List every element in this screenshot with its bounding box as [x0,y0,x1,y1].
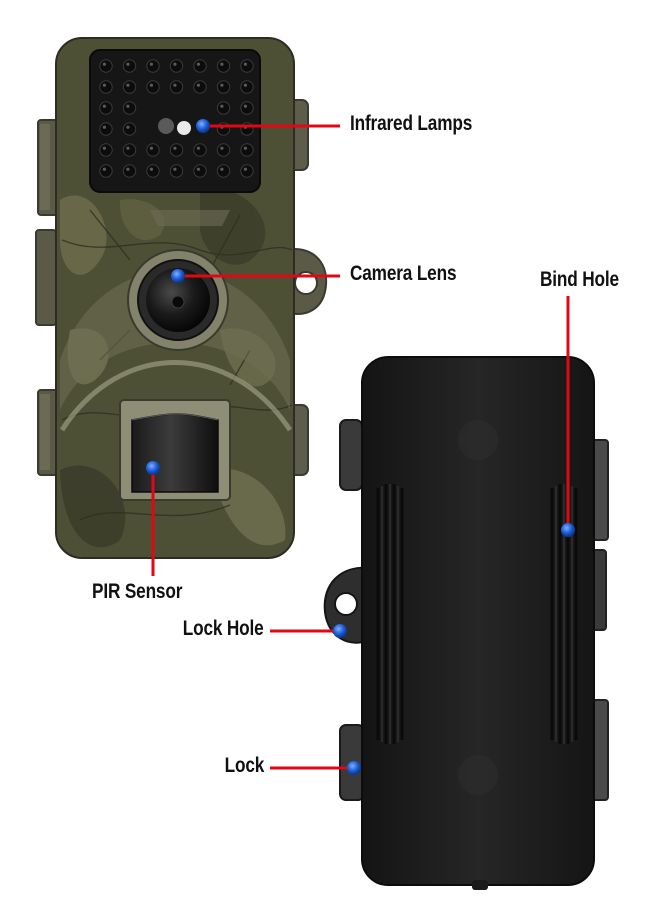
left-bracket-mid [35,229,57,326]
dot-bind-hole [561,523,575,537]
ir-led [146,59,160,73]
ir-led-highlight [126,62,130,66]
ir-led-highlight [126,167,130,171]
ir-led [99,143,113,157]
ir-led-highlight [126,125,130,129]
dot-camera-lens [171,269,185,283]
ir-led [240,80,254,94]
ir-led-highlight [149,167,153,171]
ir-led-highlight [220,146,224,150]
dot-lock-hole [333,624,347,638]
ir-led [122,122,137,136]
ir-led [99,164,113,178]
ir-led [146,164,160,178]
back-latch-top [339,419,363,491]
label-lock: Lock [224,754,264,777]
ir-led [193,59,207,73]
ir-led-highlight [196,62,200,66]
ir-led-highlight [102,104,106,108]
ir-led [99,59,113,73]
ir-led [99,101,113,115]
dot-infrared-lamps [196,119,210,133]
ir-led-highlight [149,146,153,150]
ir-led-highlight [243,146,247,150]
label-camera-lens: Camera Lens [350,262,457,285]
ir-led-highlight [173,167,177,171]
ir-led [240,143,254,157]
ir-led-highlight [102,62,106,66]
ir-lamp-grid [99,59,254,178]
ir-led [193,164,207,178]
ir-led-highlight [173,83,177,87]
ir-led [146,80,160,94]
label-bind-hole: Bind Hole [540,268,619,291]
ir-led [122,59,137,73]
ir-led-highlight [126,146,130,150]
ir-led-highlight [149,83,153,87]
ir-led-highlight [196,146,200,150]
ir-led-highlight [196,83,200,87]
ir-led-highlight [220,62,224,66]
ir-led-highlight [102,167,106,171]
ir-led-highlight [126,104,130,108]
ir-led-highlight [126,83,130,87]
ir-led [146,143,160,157]
ir-led [216,101,231,115]
ir-led-highlight [220,104,224,108]
callout-lines [151,124,570,770]
ir-led-highlight [243,83,247,87]
ir-led [99,80,113,94]
strap-ribs-left [376,484,404,744]
ir-led [240,101,254,115]
ir-led [216,164,231,178]
status-led [177,121,191,135]
ir-led [169,59,184,73]
callout-dots [146,119,575,775]
ir-led-highlight [102,146,106,150]
ir-led [216,80,231,94]
ir-led-highlight [243,62,247,66]
ir-led-highlight [243,104,247,108]
ir-led [216,143,231,157]
ir-led-highlight [220,83,224,87]
ir-led [240,164,254,178]
front-camera [35,37,328,559]
ir-led [169,164,184,178]
ir-led-highlight [173,62,177,66]
ir-led [122,164,137,178]
dot-lock [347,761,361,775]
ir-led [99,122,113,136]
ir-led [169,143,184,157]
ir-led-highlight [220,167,224,171]
ir-led [193,143,207,157]
ir-led [240,59,254,73]
label-lock-hole: Lock Hole [183,617,264,640]
ir-led [122,101,137,115]
ir-led-highlight [173,146,177,150]
ir-led [122,143,137,157]
ir-led [122,80,137,94]
back-camera [323,356,609,890]
label-infrared-lamps: Infrared Lamps [350,112,473,135]
ir-led-highlight [243,167,247,171]
ir-led-highlight [149,62,153,66]
ir-led-highlight [196,167,200,171]
ir-led-highlight [102,83,106,87]
ir-led-highlight [102,125,106,129]
label-pir-sensor: PIR Sensor [92,580,183,603]
ir-led [193,80,207,94]
dot-pir-sensor [146,461,160,475]
light-sensor [158,118,174,134]
pir-window [131,413,219,493]
ir-led [216,59,231,73]
ir-led [169,80,184,94]
